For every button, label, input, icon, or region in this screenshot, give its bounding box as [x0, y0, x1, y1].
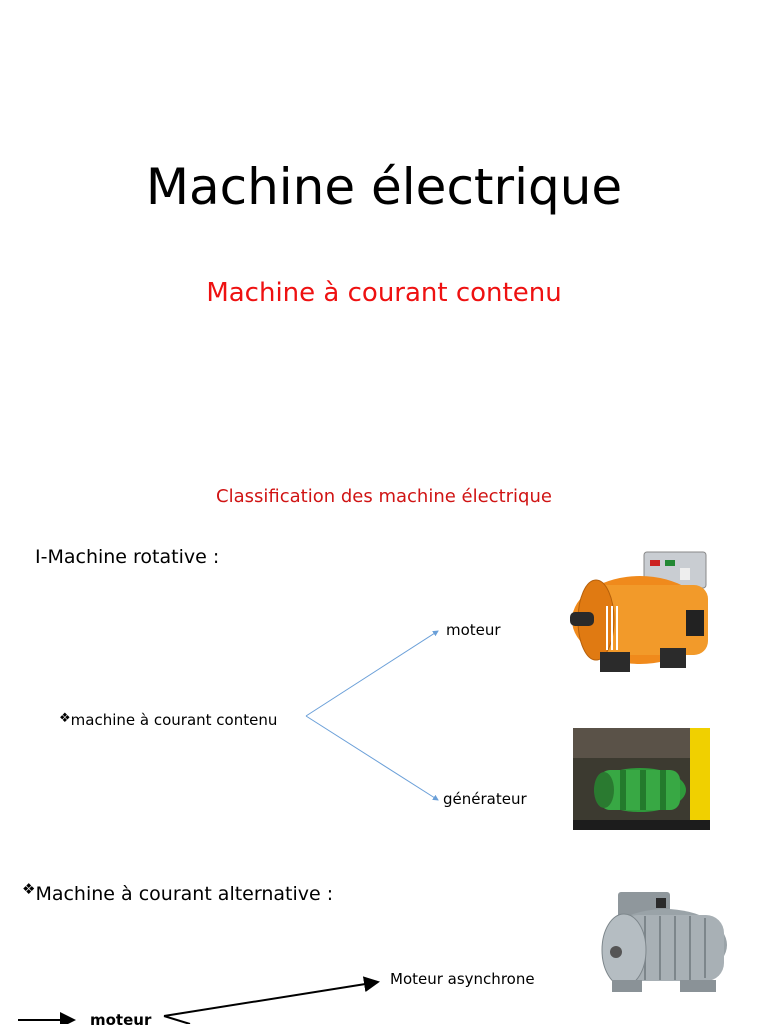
slide-subtitle: Machine à courant contenu	[206, 278, 562, 308]
label-generator: générateur	[443, 790, 527, 808]
label-motor: moteur	[446, 621, 501, 639]
bullet-dc-machine: ❖machine à courant contenu	[59, 711, 278, 729]
label-async-motor: Moteur asynchrone	[390, 970, 535, 988]
diamond-bullet-icon: ❖	[22, 880, 36, 898]
arrow-to-async	[163, 976, 380, 1017]
heading-ac: ❖Machine à courant alternative :	[22, 880, 334, 905]
arrow-to-generator	[305, 715, 439, 801]
arrow-lower-branch	[163, 1015, 191, 1024]
heading-rotative: I-Machine rotative :	[35, 546, 220, 568]
arrow-to-motor	[305, 630, 439, 717]
diamond-bullet-icon: ❖	[59, 711, 71, 726]
slide-title: Machine électrique	[145, 158, 623, 216]
section-title: Classification des machine électrique	[216, 486, 552, 507]
